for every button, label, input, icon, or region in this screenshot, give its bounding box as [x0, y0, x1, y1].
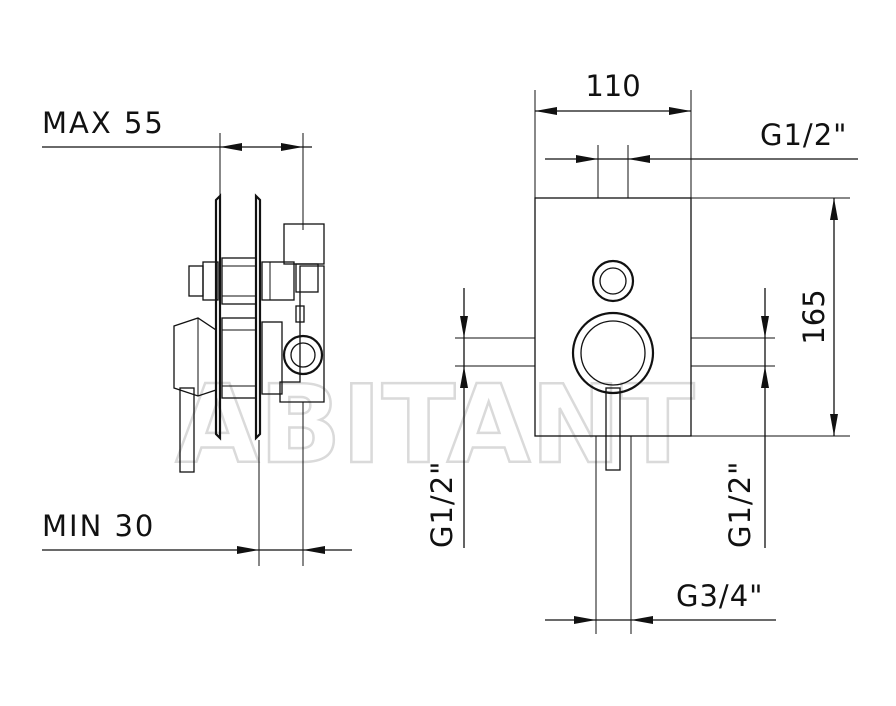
front-view: 110 G1/2" 165 G1/2"	[425, 69, 858, 634]
max-depth-label: MAX 55	[42, 106, 165, 140]
width-arrow-left	[535, 107, 557, 115]
diverter-knob	[188, 265, 204, 297]
handle-rosette-inner	[580, 320, 646, 386]
body-screw	[295, 305, 305, 323]
top-thread-label: G1/2"	[760, 118, 847, 152]
handle-lever-front	[605, 387, 621, 471]
width-label: 110	[585, 69, 640, 103]
diverter-sleeve	[221, 257, 257, 305]
diverter-collar	[202, 261, 219, 301]
left-thread-arrow-bottom	[460, 366, 468, 388]
bottom-thread-label: G3/4"	[676, 579, 763, 613]
bottom-thread-arrow-right	[631, 616, 653, 624]
max-depth-arrow-left	[220, 143, 242, 151]
handle-lever	[179, 387, 195, 473]
top-thread-arrow-right	[628, 155, 650, 163]
cartridge-sleeve	[221, 317, 257, 399]
right-thread-arrow-bottom	[761, 366, 769, 388]
left-thread-arrow-top	[460, 316, 468, 338]
top-inlet-neck	[295, 263, 319, 293]
watermark: ABITANT	[175, 363, 694, 488]
diverter-body	[261, 261, 295, 301]
top-thread-arrow-left	[576, 155, 598, 163]
valve-body	[279, 265, 325, 403]
right-thread-arrow-top	[761, 316, 769, 338]
height-arrow-bottom	[830, 414, 838, 436]
min-depth-arrow-left	[237, 546, 259, 554]
max-depth-arrow-right	[281, 143, 303, 151]
side-outlet	[282, 334, 324, 376]
diverter-knob-front	[591, 259, 635, 303]
side-outlet-inner	[290, 342, 316, 368]
height-label: 165	[797, 289, 831, 344]
side-view: MAX 55	[42, 106, 352, 566]
front-plate	[534, 197, 692, 437]
height-arrow-top	[830, 198, 838, 220]
min-depth-arrow-right	[303, 546, 325, 554]
top-inlet	[283, 223, 325, 265]
handle-rosette	[571, 311, 655, 395]
right-thread-label: G1/2"	[723, 461, 757, 548]
bottom-thread-arrow-left	[574, 616, 596, 624]
min-depth-label: MIN 30	[42, 509, 155, 543]
diverter-knob-front-inner	[599, 267, 627, 295]
cartridge-body	[261, 321, 283, 395]
width-arrow-right	[669, 107, 691, 115]
left-thread-label: G1/2"	[425, 461, 459, 548]
